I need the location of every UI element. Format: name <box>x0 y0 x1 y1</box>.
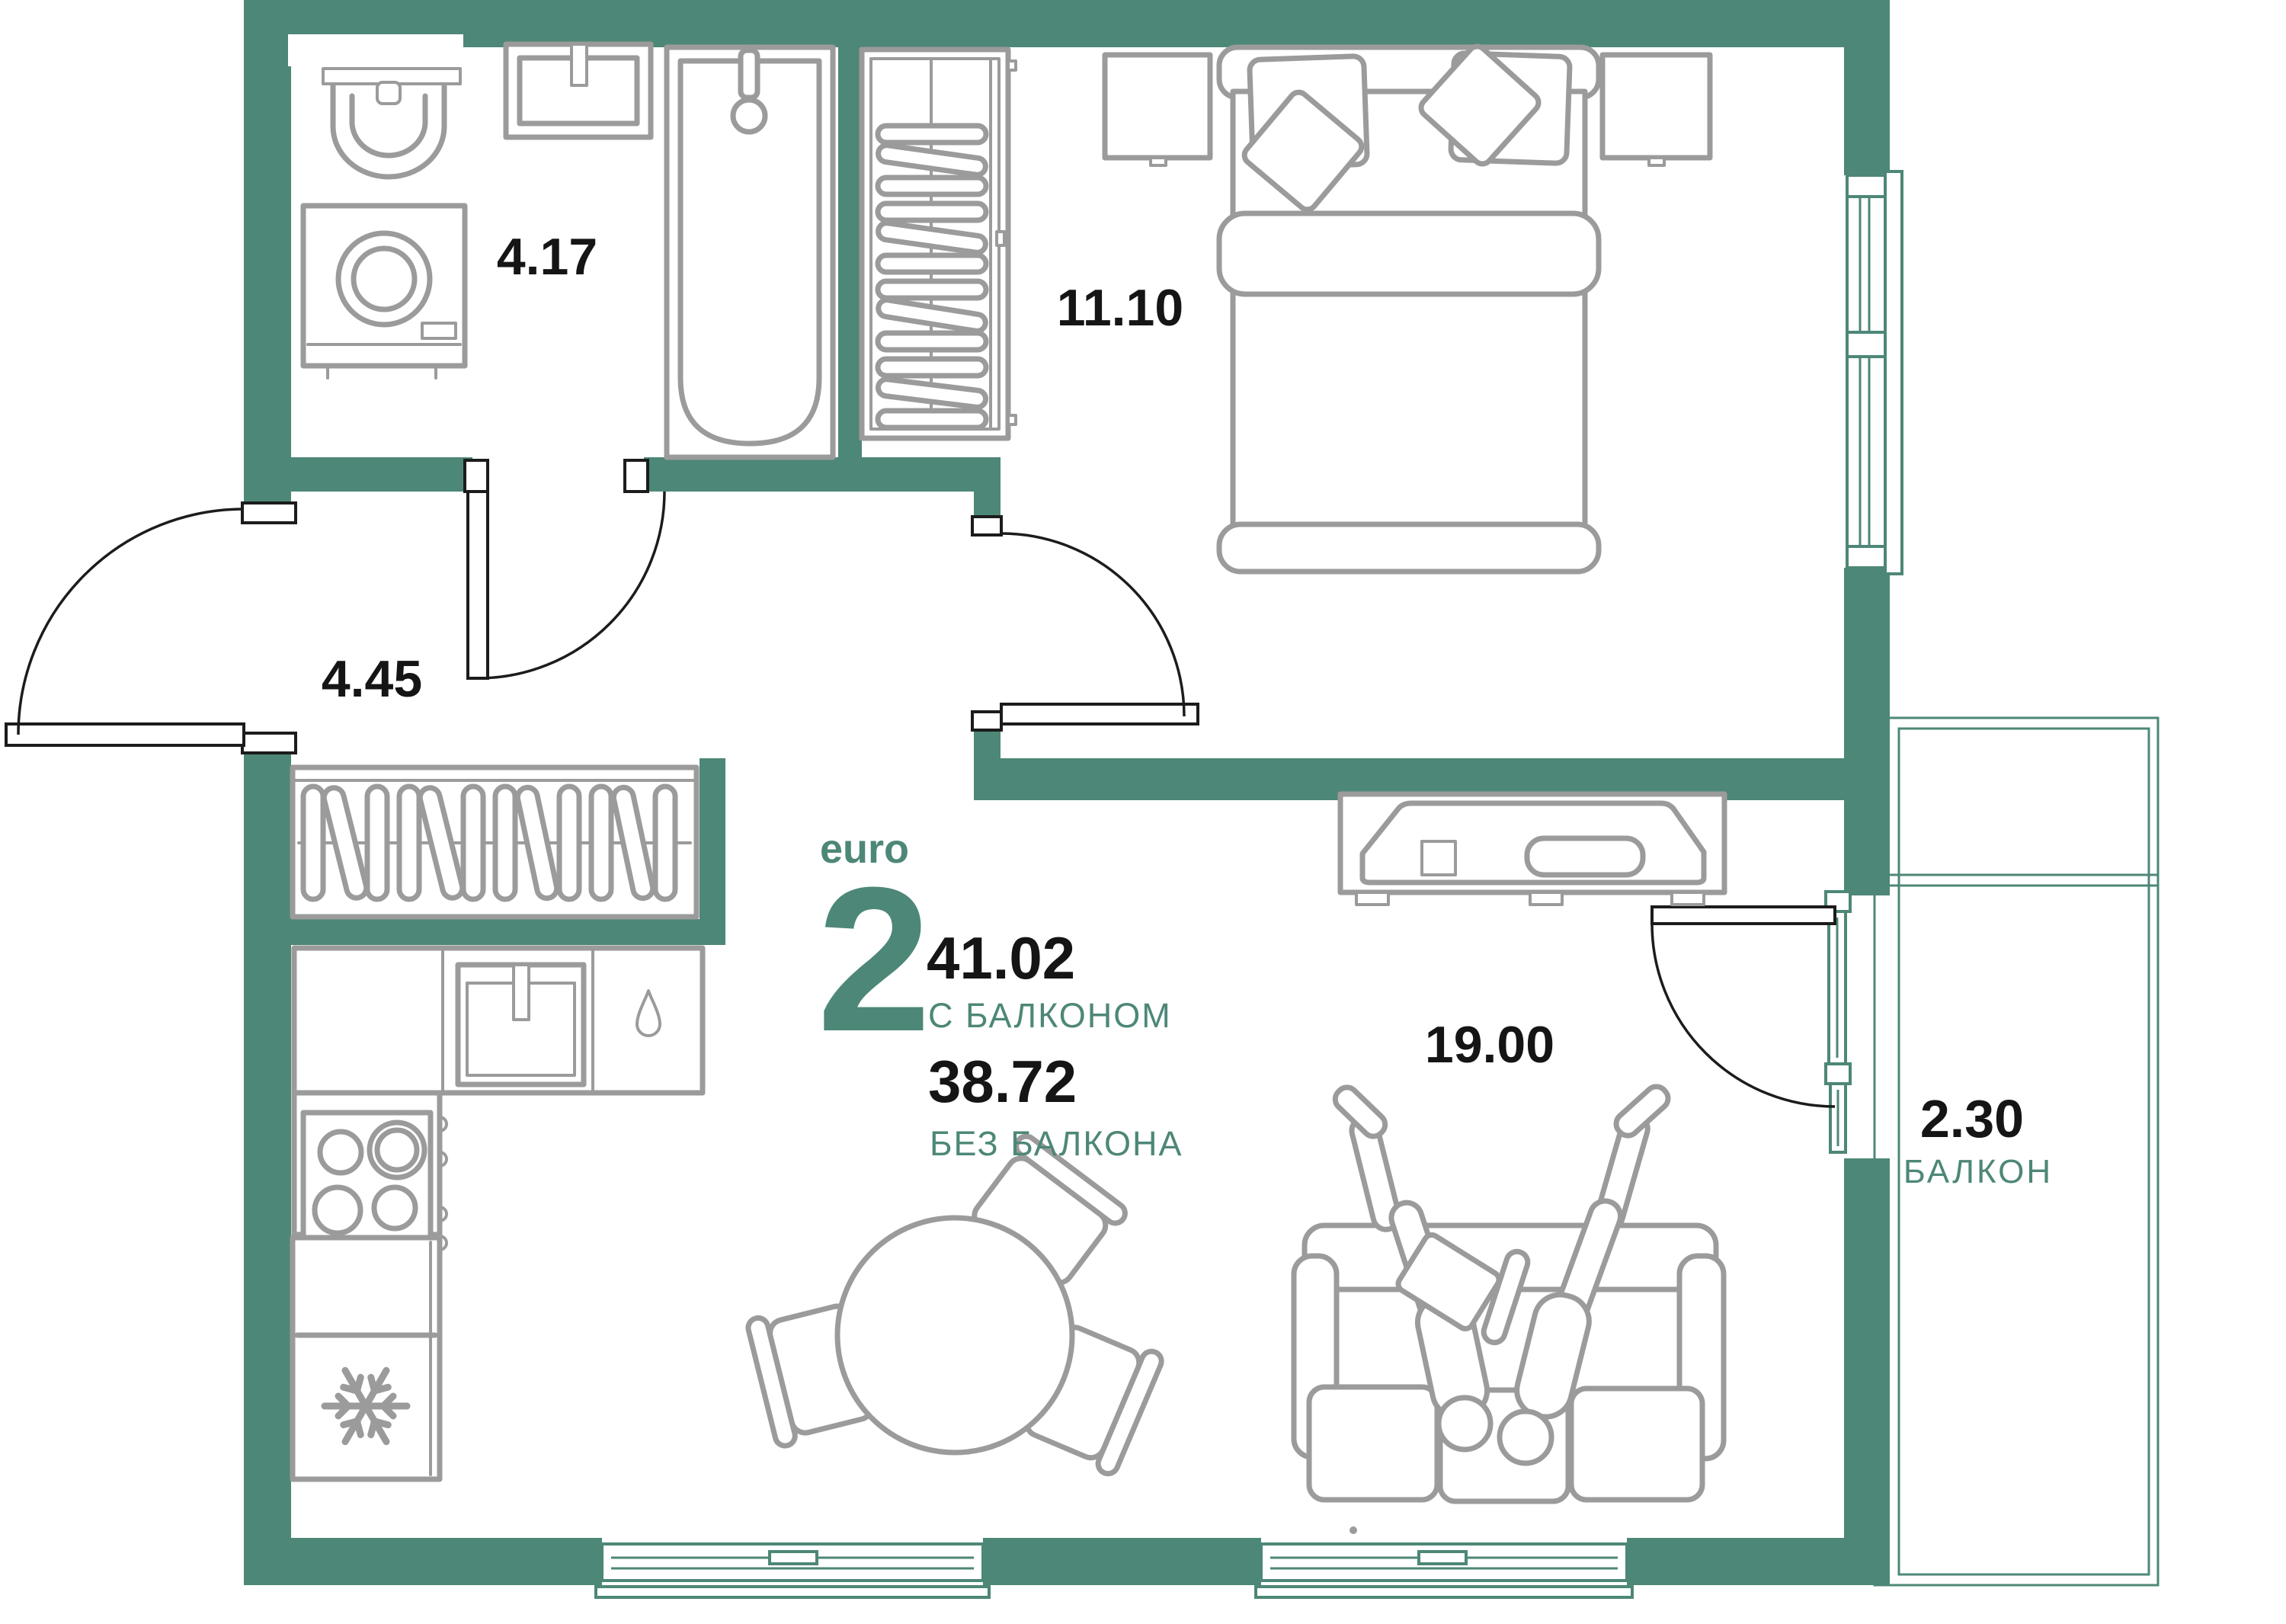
wall-bathroom-bottom-right <box>644 457 1001 492</box>
snowflake-icon <box>321 1366 411 1446</box>
wall-right-2 <box>1844 568 1890 895</box>
window-living <box>1254 1542 1634 1599</box>
room-labels: 4.17 4.45 11.10 19.00 2.30 БАЛКОН <box>322 228 2053 1190</box>
double-bed-icon <box>1216 43 1602 575</box>
nightstand-left-icon <box>1102 52 1213 167</box>
hall-closet-hangers-icon <box>290 764 700 920</box>
summary-block: euro 2 41.02 С БАЛКОНОМ 38.72 БЕЗ БАЛКОН… <box>817 826 1183 1163</box>
bedroom-door <box>971 515 1199 732</box>
wall-hall-kitchen-band <box>291 919 725 945</box>
wall-left-upper <box>244 0 291 504</box>
floor-dot <box>1350 1526 1357 1534</box>
room-label-hallway: 4.45 <box>322 650 422 708</box>
water-drop-icon <box>636 989 661 1037</box>
wall-bottom-2 <box>983 1538 1261 1585</box>
windows <box>594 170 1903 1599</box>
summary-rooms-count: 2 <box>817 845 931 1075</box>
room-label-bedroom: 11.10 <box>1057 279 1183 337</box>
wall-top <box>244 0 1890 47</box>
wall-right-1 <box>1844 0 1890 175</box>
doors <box>5 459 1852 1154</box>
summary-with-balcony-label: С БАЛКОНОМ <box>928 996 1172 1035</box>
wall-left-lower <box>244 751 291 1585</box>
wall-right-3 <box>1844 1158 1890 1585</box>
window-bedroom <box>1846 170 1903 575</box>
summary-type-label: euro <box>820 826 909 872</box>
nightstand-right-icon <box>1599 52 1713 167</box>
room-label-bathroom: 4.17 <box>497 228 597 286</box>
living-furniture <box>745 791 1727 1534</box>
wall-bottom-1 <box>244 1538 602 1585</box>
bathroom-furniture <box>300 41 836 460</box>
entrance-door <box>5 501 297 754</box>
wall-bathroom-right <box>838 47 862 459</box>
chair-icon <box>972 1133 1128 1286</box>
summary-without-balcony-label: БЕЗ БАЛКОНА <box>930 1124 1183 1163</box>
bedroom-wardrobe-hangers-icon <box>859 46 1017 441</box>
couple-lying-icon <box>1332 1084 1671 1466</box>
wall-recess <box>288 34 463 66</box>
room-label-balcony-area: 2.30 <box>1920 1089 2024 1148</box>
bathroom-door <box>463 459 666 680</box>
pillows-icon <box>1241 43 1573 213</box>
summary-area-with-balcony: 41.02 <box>927 924 1075 991</box>
kitchen-sink-icon <box>455 962 587 1087</box>
bathroom-sink-icon <box>503 41 654 140</box>
window-kitchen <box>594 1542 991 1599</box>
kitchen-furniture <box>290 945 706 1482</box>
wall-bathroom-bottom-left <box>291 457 472 492</box>
room-label-living: 19.00 <box>1425 1016 1554 1074</box>
room-label-balcony-name: БАЛКОН <box>1903 1153 2053 1190</box>
summary-area-without-balcony: 38.72 <box>928 1048 1077 1115</box>
bedroom-furniture <box>1102 43 1713 575</box>
bathtub-icon <box>664 44 836 460</box>
balcony-door <box>1650 890 1852 1154</box>
fridge-icon <box>290 1235 443 1482</box>
balcony-outline <box>1873 716 2160 1587</box>
wall-hall-kitchen-stub <box>700 758 725 945</box>
washing-machine-icon <box>300 203 468 380</box>
round-dining-table-icon <box>834 1215 1075 1456</box>
stove-hob-icon <box>300 1110 434 1250</box>
tv-stand-icon <box>1337 791 1727 906</box>
toilet-icon <box>322 67 462 180</box>
